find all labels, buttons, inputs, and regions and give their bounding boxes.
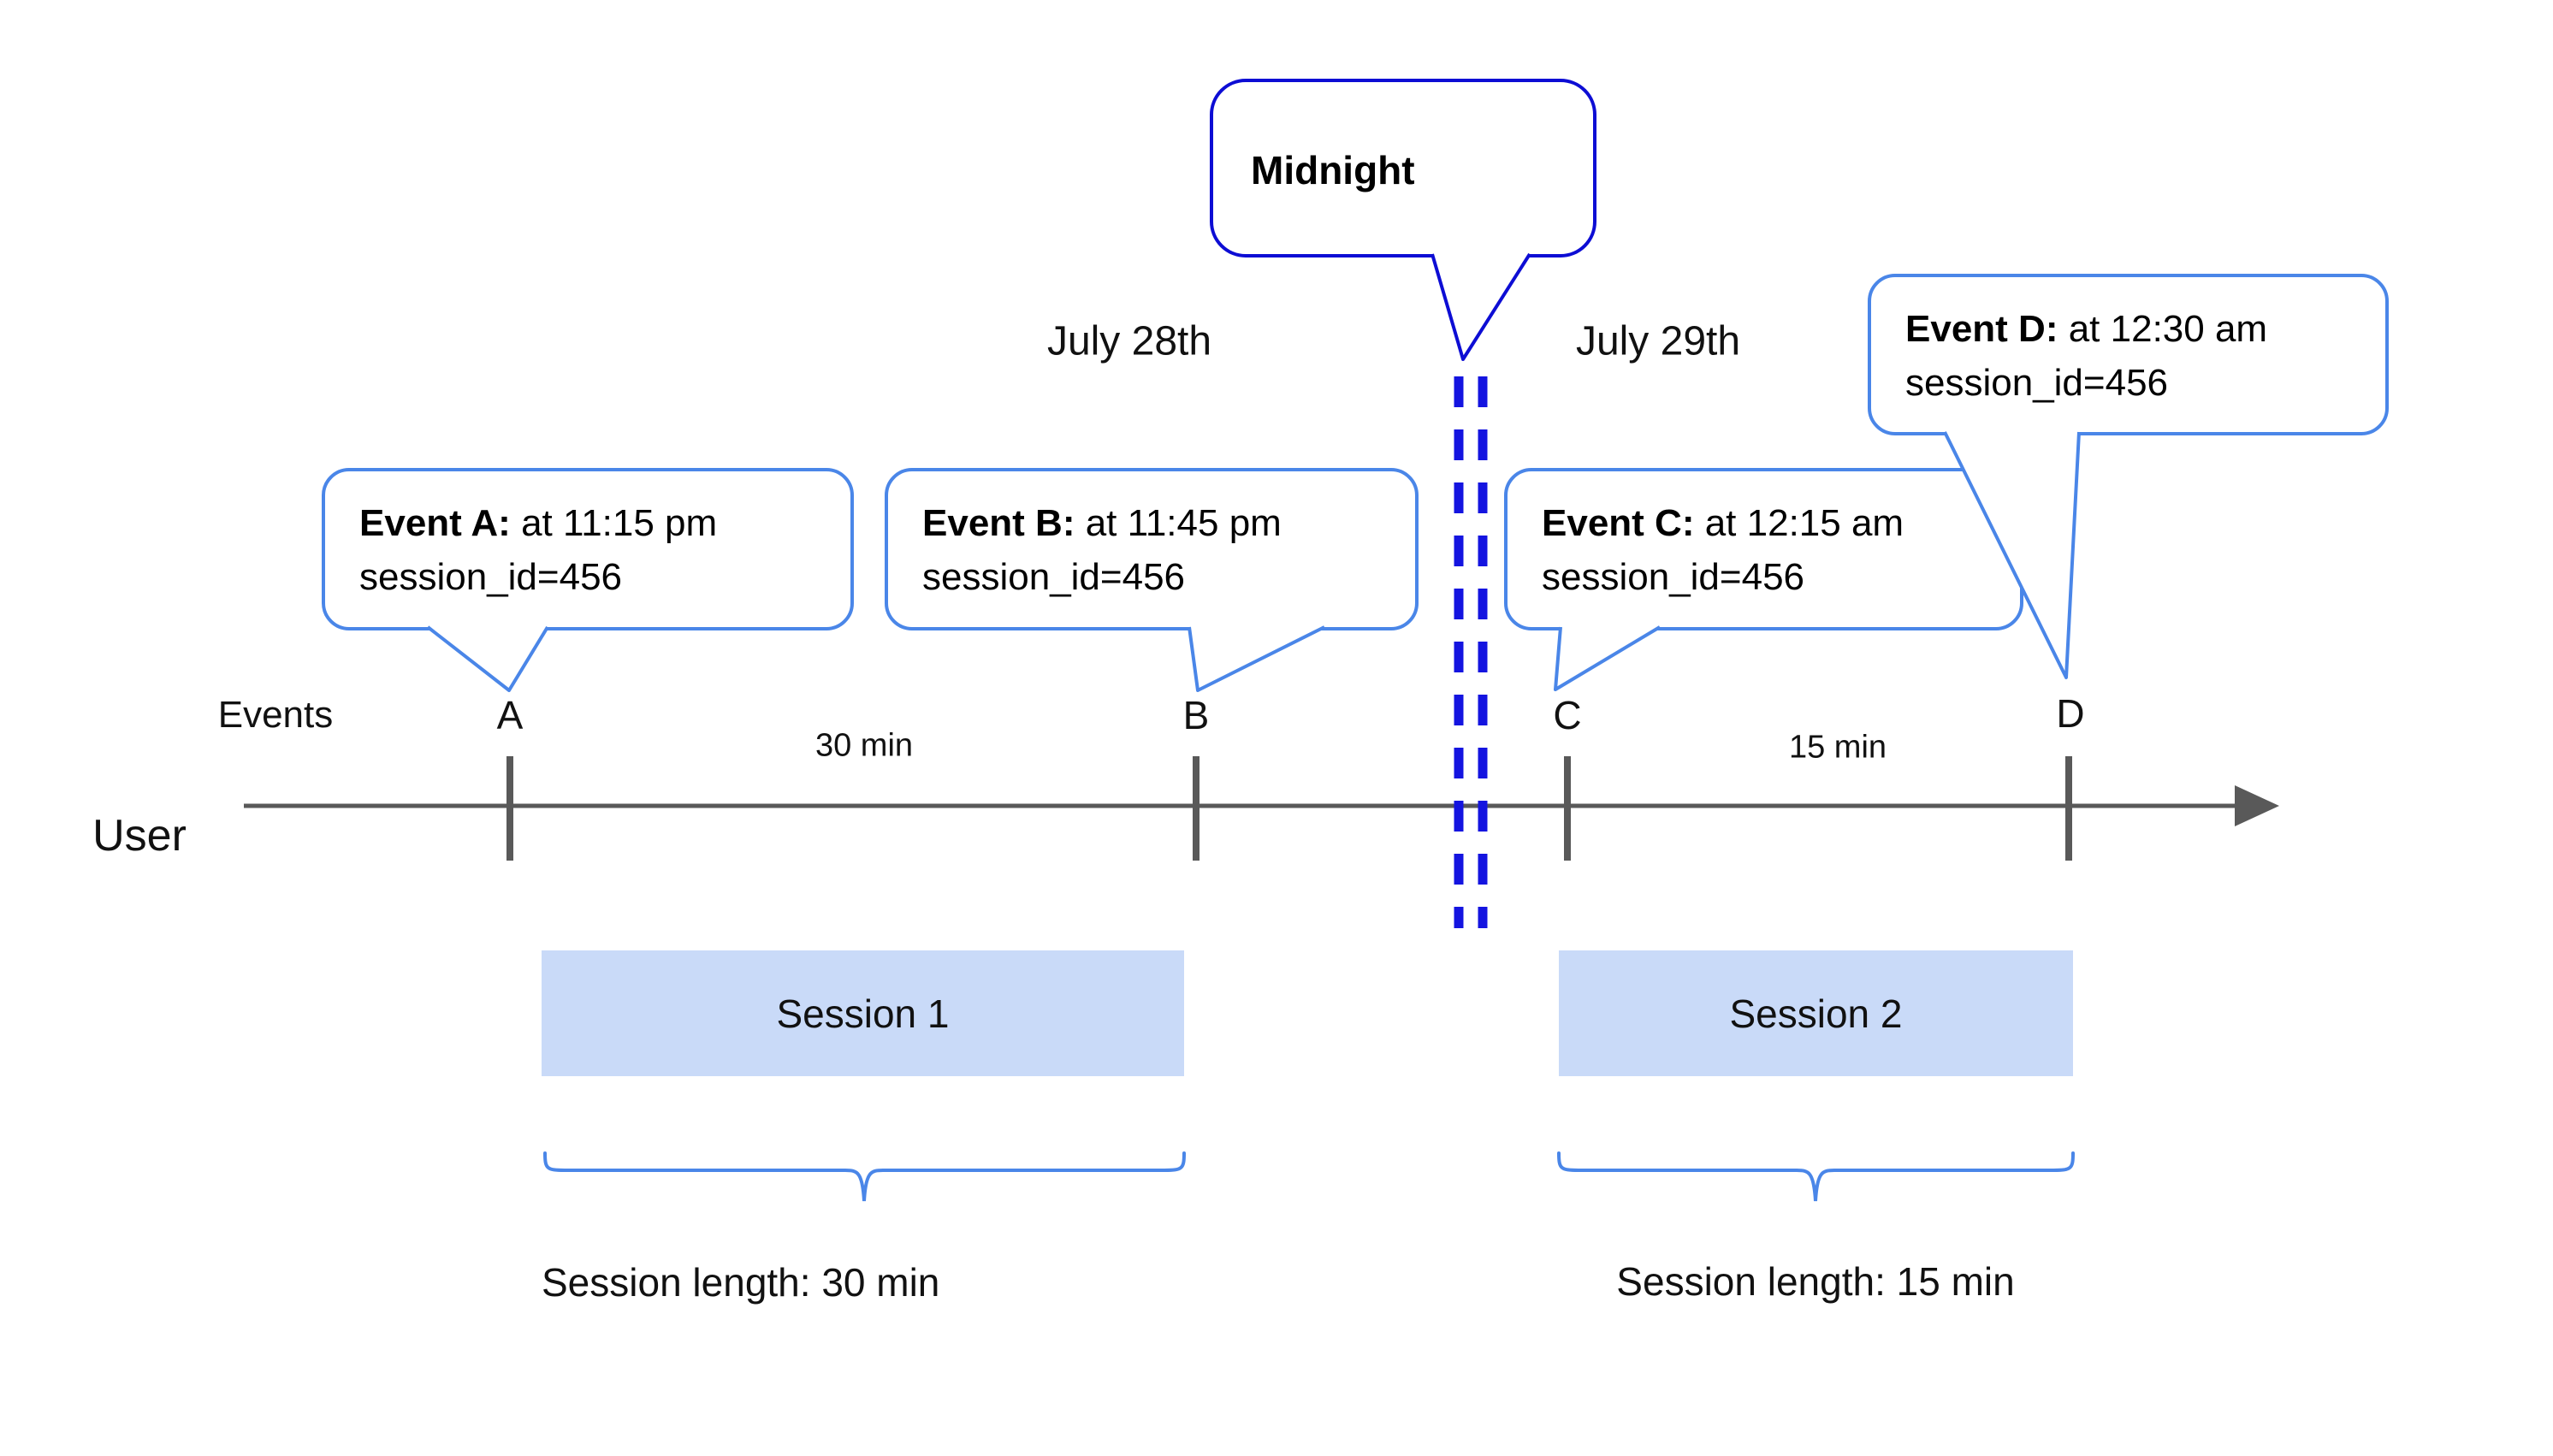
tick-label-d: D: [2056, 691, 2085, 736]
event-c-session: session_id=456: [1542, 556, 1805, 598]
event-d-line1: Event D: at 12:30 am: [1905, 302, 2267, 356]
tick-label-a: A: [496, 693, 524, 737]
events-axis-label: Events: [217, 694, 334, 736]
midnight-bubble-tail: [1431, 252, 1531, 361]
event-d-bubble-text: Event D: at 12:30 am session_id=456: [1905, 302, 2267, 410]
tick-label-c: C: [1553, 693, 1582, 737]
date-july-29: July 29th: [1575, 318, 1741, 364]
event-a-session: session_id=456: [359, 556, 623, 598]
timeline-arrowhead-icon: [2235, 785, 2279, 826]
event-b-bubble-text: Event B: at 11:45 pm session_id=456: [922, 496, 1282, 604]
event-c-bubble-tail: [1554, 625, 1662, 691]
event-b-time: at 11:45 pm: [1075, 502, 1282, 544]
event-d-title: Event D:: [1905, 308, 2058, 350]
session-1-label: Session 1: [776, 991, 950, 1036]
session-2-length-label: Session length: 15 min: [1616, 1259, 2015, 1304]
midnight-bubble-label: Midnight: [1251, 148, 1415, 192]
interval-a-b-duration: 30 min: [814, 727, 914, 764]
session-1-brace: [543, 1151, 1186, 1202]
date-july-28: July 28th: [1046, 318, 1212, 364]
event-a-line1: Event A: at 11:15 pm: [359, 496, 717, 550]
session-2-brace: [1557, 1151, 2075, 1202]
tick-label-b: B: [1182, 693, 1210, 737]
event-c-bubble-text: Event C: at 12:15 am session_id=456: [1542, 496, 1904, 604]
event-d-bubble-tail: [1943, 431, 2081, 679]
interval-c-d-duration: 15 min: [1788, 729, 1887, 766]
event-d-bubble: [1868, 274, 2389, 435]
event-b-bubble: [885, 468, 1419, 630]
session-1-length-label: Session length: 30 min: [542, 1260, 940, 1305]
session-1-box: Session 1: [542, 950, 1184, 1076]
event-c-title: Event C:: [1542, 502, 1695, 544]
event-c-line1: Event C: at 12:15 am: [1542, 496, 1904, 550]
midnight-bubble: [1210, 79, 1596, 257]
event-a-bubble-text: Event A: at 11:15 pm session_id=456: [359, 496, 717, 604]
event-b-line1: Event B: at 11:45 pm: [922, 496, 1282, 550]
session-2-box: Session 2: [1559, 950, 2073, 1076]
event-b-session: session_id=456: [922, 556, 1186, 598]
event-d-time: at 12:30 am: [2058, 308, 2268, 350]
event-b-bubble-tail: [1188, 625, 1325, 692]
event-a-bubble-tail: [426, 625, 549, 692]
event-a-bubble: [322, 468, 854, 630]
event-c-time: at 12:15 am: [1694, 502, 1904, 544]
event-d-session: session_id=456: [1905, 362, 2169, 404]
session-2-label: Session 2: [1729, 991, 1903, 1036]
event-a-time: at 11:15 pm: [510, 502, 718, 544]
event-a-title: Event A:: [359, 502, 511, 544]
user-axis-label: User: [92, 811, 187, 861]
event-b-title: Event B:: [922, 502, 1075, 544]
